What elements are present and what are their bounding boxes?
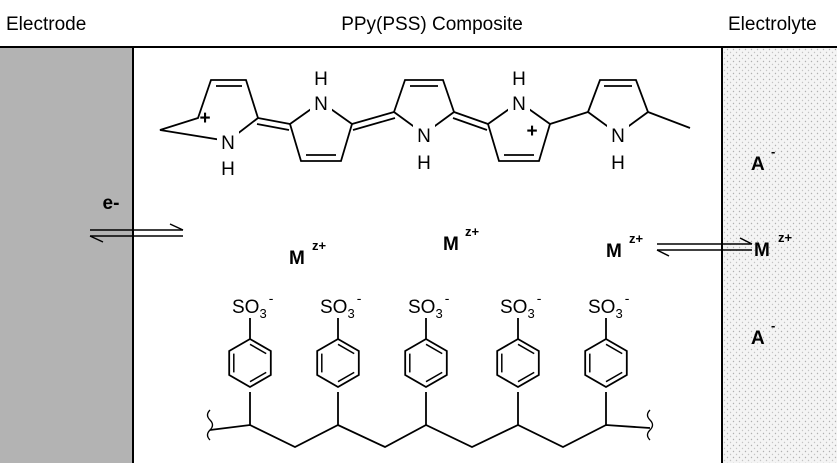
pss-unit: SO3- xyxy=(316,290,362,425)
chain-end-left xyxy=(206,409,214,441)
svg-text:H: H xyxy=(314,69,328,90)
cation-3: M z+ xyxy=(606,231,644,262)
svg-text:N: N xyxy=(512,94,526,115)
svg-text:z+: z+ xyxy=(629,231,644,246)
pss-unit: SO3- xyxy=(496,290,542,425)
sulfonate-label: SO3- xyxy=(320,290,362,321)
electrolyte-header: Electrolyte xyxy=(728,14,817,35)
svg-text:z+: z+ xyxy=(312,238,327,253)
svg-text:H: H xyxy=(221,159,235,180)
svg-text:z+: z+ xyxy=(778,230,793,245)
composite-header: PPy(PSS) Composite xyxy=(341,14,523,35)
cation-electrolyte: M z+ xyxy=(754,230,793,261)
cation-1: M z+ xyxy=(289,238,327,269)
svg-text:A: A xyxy=(751,328,765,349)
sulfonate-label: SO3- xyxy=(232,290,274,321)
sulfonate-label: SO3- xyxy=(588,290,630,321)
svg-text:N: N xyxy=(611,126,625,147)
cation-equilibrium-arrow xyxy=(656,237,753,257)
chain-end-right xyxy=(646,409,654,441)
electron-equilibrium-arrow xyxy=(89,223,184,243)
svg-text:N: N xyxy=(221,133,235,154)
cation-2: M z+ xyxy=(443,224,480,255)
svg-text:M: M xyxy=(289,248,305,269)
sulfonate-label: SO3- xyxy=(500,290,542,321)
svg-text:H: H xyxy=(512,69,526,90)
anion-2: A - xyxy=(751,318,775,349)
electrode-header: Electrode xyxy=(6,14,86,35)
svg-text:-: - xyxy=(771,318,775,333)
svg-text:-: - xyxy=(771,144,775,159)
svg-text:A: A xyxy=(751,154,765,175)
pss-unit: SO3- xyxy=(584,290,630,425)
svg-text:H: H xyxy=(611,153,625,174)
electrolyte-region xyxy=(722,47,837,463)
polypyrrole-labels: N H + N H N H N H + N H xyxy=(199,69,624,180)
pss-unit: SO3- xyxy=(228,290,274,425)
svg-text:N: N xyxy=(417,126,431,147)
svg-text:z+: z+ xyxy=(465,224,480,239)
svg-text:H: H xyxy=(417,153,431,174)
svg-text:M: M xyxy=(606,241,622,262)
polypyrrole-chain xyxy=(159,79,691,162)
svg-text:N: N xyxy=(314,94,328,115)
pss-backbone xyxy=(209,423,651,449)
svg-text:+: + xyxy=(199,108,210,129)
svg-text:+: + xyxy=(526,121,537,142)
svg-text:M: M xyxy=(443,234,459,255)
pss-chain: SO3- SO3- SO3- SO3- SO3- xyxy=(206,290,654,449)
pss-unit: SO3- xyxy=(404,290,450,425)
sulfonate-label: SO3- xyxy=(408,290,450,321)
electrode-region xyxy=(0,47,133,463)
electron-label: e- xyxy=(103,193,120,214)
anion-1: A - xyxy=(751,144,775,175)
n-label-backgrounds xyxy=(217,92,629,153)
svg-text:M: M xyxy=(754,240,770,261)
